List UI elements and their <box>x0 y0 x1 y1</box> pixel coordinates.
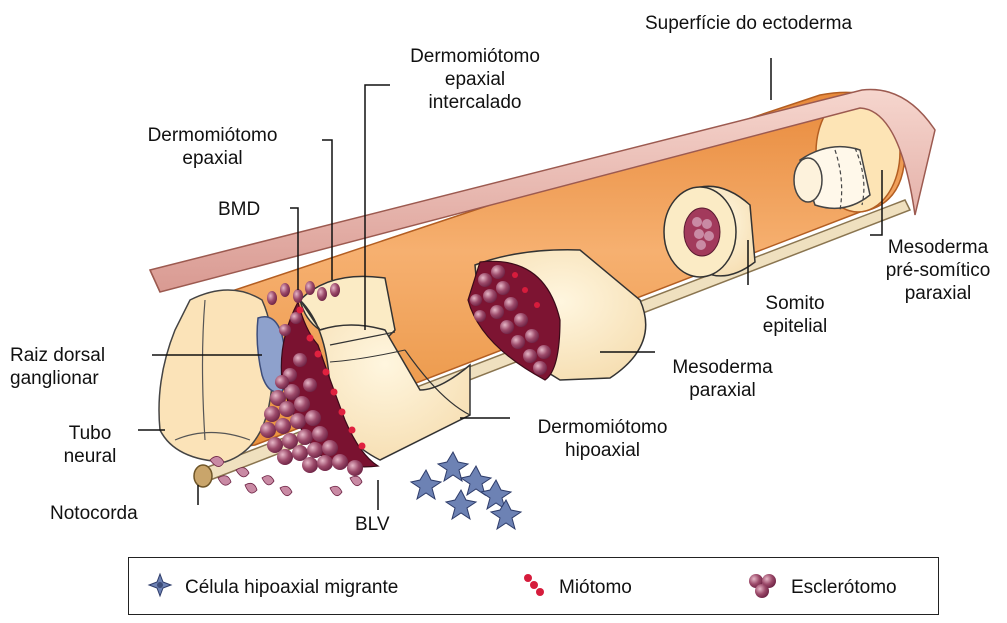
label-line: epaxial <box>390 68 560 91</box>
label-line: ganglionar <box>10 367 105 390</box>
red-dots-icon <box>521 572 547 603</box>
label-line: paraxial <box>872 282 1004 305</box>
label-notochord: Notocorda <box>50 502 138 525</box>
legend-label-myotome: Miótomo <box>559 577 632 599</box>
label-surface-ectoderm: Superfície do ectoderma <box>645 12 852 35</box>
star-cell-icon <box>147 572 173 603</box>
label-line: Dermomiótomo <box>125 124 300 147</box>
migrating-cells <box>411 452 521 529</box>
legend-item-migrating-cell: Célula hipoaxial migrante <box>147 572 398 603</box>
label-line: intercalado <box>390 91 560 114</box>
presomitic-block <box>794 147 870 210</box>
label-line: pré-somítico <box>872 259 1004 282</box>
label-neural-tube: Tubo neural <box>45 422 135 468</box>
epithelial-somite <box>664 186 755 277</box>
neural-tube <box>159 290 274 462</box>
legend-label-migrating-cell: Célula hipoaxial migrante <box>185 577 398 599</box>
label-line: Somito <box>745 292 845 315</box>
label-epithelial-somite: Somito epitelial <box>745 292 845 338</box>
label-presomitic-mesoderm: Mesoderma pré-somítico paraxial <box>872 236 1004 305</box>
label-blv: BLV <box>355 513 390 536</box>
label-line: hipoaxial <box>515 439 690 462</box>
label-hypaxial-dermomyotome: Dermomiótomo hipoaxial <box>515 416 690 462</box>
label-epaxial-dermomyotome: Dermomiótomo epaxial <box>125 124 300 170</box>
label-bmd: BMD <box>218 198 260 221</box>
legend-label-sclerotome: Esclerótomo <box>791 577 897 599</box>
label-line: Mesoderma <box>660 356 785 379</box>
label-line: Dermomiótomo <box>390 45 560 68</box>
legend-item-sclerotome: Esclerótomo <box>747 572 897 603</box>
legend-item-myotome: Miótomo <box>521 572 632 603</box>
label-line: paraxial <box>660 379 785 402</box>
pink-cluster-icon <box>747 572 779 603</box>
label-line: Mesoderma <box>872 236 1004 259</box>
label-line: Raiz dorsal <box>10 344 105 367</box>
label-line: Tubo <box>45 422 135 445</box>
label-paraxial-mesoderm: Mesoderma paraxial <box>660 356 785 402</box>
label-line: Dermomiótomo <box>515 416 690 439</box>
label-line: epitelial <box>745 315 845 338</box>
label-line: neural <box>45 445 135 468</box>
label-intercalated-epaxial-dermomyotome: Dermomiótomo epaxial intercalado <box>390 45 560 114</box>
label-dorsal-root-ganglion: Raiz dorsal ganglionar <box>10 344 105 390</box>
legend: Célula hipoaxial migrante Miótomo Escler… <box>128 557 939 615</box>
label-line: epaxial <box>125 147 300 170</box>
